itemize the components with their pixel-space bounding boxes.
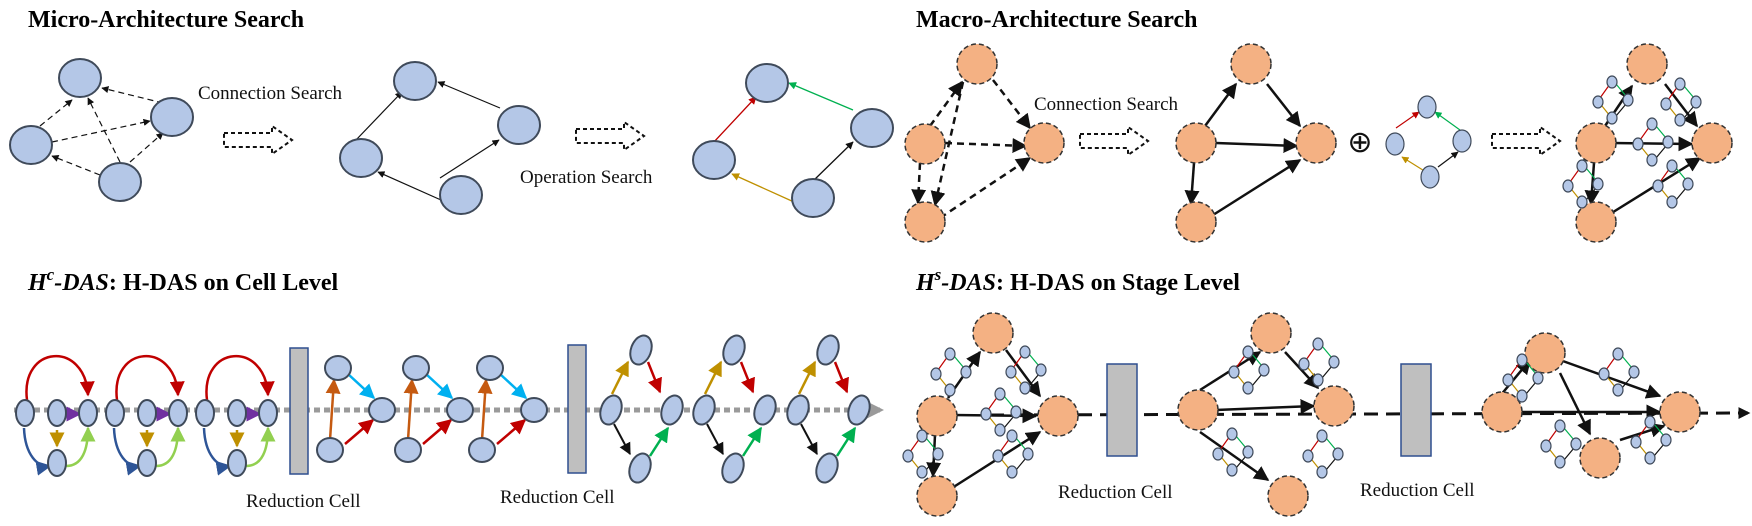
macro-title: Macro-Architecture Search bbox=[916, 7, 1197, 33]
stage-graph-1 bbox=[902, 312, 1079, 517]
reduction-cell-label-3: Reduction Cell bbox=[1058, 482, 1173, 503]
oplus-icon: ⊕ bbox=[1347, 125, 1372, 160]
macro-arrow-2 bbox=[1491, 126, 1561, 156]
normal-cell-c-1 bbox=[599, 334, 684, 484]
micro-arrow-2 bbox=[575, 121, 645, 151]
macro-graph-dense bbox=[904, 43, 1065, 243]
macro-arrow-1 bbox=[1079, 126, 1149, 156]
stage-level-title: Hs-DAS: H-DAS on Stage Level bbox=[915, 265, 1240, 296]
reduction-cell-block-3 bbox=[1106, 363, 1138, 457]
micro-arrow-1 bbox=[223, 125, 293, 155]
reduction-cell-label-2: Reduction Cell bbox=[500, 487, 615, 508]
macro-graph-connections bbox=[1175, 43, 1337, 243]
operation-search-label: Operation Search bbox=[520, 167, 653, 188]
normal-cell-b-1 bbox=[316, 355, 396, 463]
stage-graph-2 bbox=[1177, 312, 1355, 517]
connection-search-label: Connection Search bbox=[198, 83, 343, 104]
micro-graph-operations bbox=[692, 63, 894, 218]
reduction-cell-block-4 bbox=[1400, 363, 1432, 457]
normal-cell-a-2 bbox=[106, 356, 187, 476]
stage-level-flow-line bbox=[989, 407, 1751, 420]
reduction-cell-block-1 bbox=[289, 347, 309, 475]
reduction-cell-label-1: Reduction Cell bbox=[246, 491, 361, 512]
macro-mini-cell bbox=[1385, 95, 1472, 189]
micro-graph-dense bbox=[9, 58, 194, 202]
normal-cell-a-3 bbox=[196, 356, 277, 476]
normal-cell-a-1 bbox=[15, 355, 98, 477]
reduction-cell-label-4: Reduction Cell bbox=[1360, 480, 1475, 501]
micro-graph-connections bbox=[339, 61, 541, 215]
micro-title: Micro-Architecture Search bbox=[28, 7, 304, 33]
cell-level-title: Hc-DAS: H-DAS on Cell Level bbox=[27, 265, 339, 296]
macro-graph-result bbox=[1562, 43, 1733, 243]
macro-connection-search-label: Connection Search bbox=[1034, 94, 1179, 115]
reduction-cell-block-2 bbox=[567, 344, 587, 474]
stage-graph-3 bbox=[1481, 332, 1701, 479]
